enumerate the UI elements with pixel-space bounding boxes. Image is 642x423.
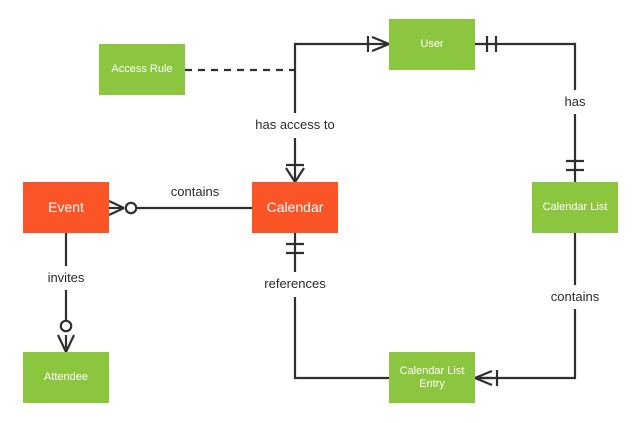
edge-label-has-access-to-text: has access to xyxy=(255,117,335,132)
connector-user-has-access-to-calendar xyxy=(293,42,389,113)
crowfoot-calendar-top xyxy=(285,163,305,183)
edge-label-references-text: references xyxy=(264,276,326,291)
crowfoot-user-left xyxy=(366,35,390,53)
edge-label-contains-calendar-list-text: contains xyxy=(550,289,600,304)
edge-label-invites-text: invites xyxy=(47,270,85,285)
cardinality-user-right-double-bar xyxy=(485,36,498,52)
entity-user-label: User xyxy=(420,38,444,51)
crowfoot-event-right xyxy=(108,200,138,216)
entity-calendar-list[interactable]: Calendar List xyxy=(532,182,618,233)
entity-user[interactable]: User xyxy=(389,19,475,70)
crowfoot-attendee-top xyxy=(57,319,75,353)
entity-calendar-list-label: Calendar List xyxy=(542,201,608,214)
edge-label-contains-event-calendar-text: contains xyxy=(170,184,220,199)
connector-user-has-calendar-list-upper xyxy=(475,42,577,90)
entity-calendar-list-entry[interactable]: Calendar List Entry xyxy=(389,352,475,403)
entity-event-label: Event xyxy=(48,199,84,216)
edge-label-contains-event-calendar: contains xyxy=(145,184,245,199)
edge-label-has-text: has xyxy=(564,94,586,109)
crowfoot-entry-right xyxy=(474,369,499,387)
entity-calendar[interactable]: Calendar xyxy=(252,182,338,233)
cardinality-calendar-bottom-double-bar xyxy=(286,242,304,255)
edge-label-references: references xyxy=(0,276,590,291)
entity-access-rule-label: Access Rule xyxy=(111,63,173,76)
edge-label-invites: invites xyxy=(16,270,116,285)
entity-attendee[interactable]: Attendee xyxy=(23,352,109,403)
edge-label-contains-calendar-list: contains xyxy=(525,289,625,304)
connector-entry-to-calendar-list xyxy=(475,309,577,380)
cardinality-calendar-list-top-double-bar xyxy=(566,159,584,172)
entity-event[interactable]: Event xyxy=(23,182,109,233)
connector-calendar-references-entry-lower xyxy=(293,297,389,380)
entity-calendar-label: Calendar xyxy=(266,199,324,216)
edge-label-has-access-to: has access to xyxy=(0,117,590,132)
entity-access-rule[interactable]: Access Rule xyxy=(99,44,185,95)
entity-attendee-label: Attendee xyxy=(43,371,89,384)
entity-calendar-list-entry-label: Calendar List Entry xyxy=(399,364,465,390)
edge-label-has: has xyxy=(525,94,625,109)
